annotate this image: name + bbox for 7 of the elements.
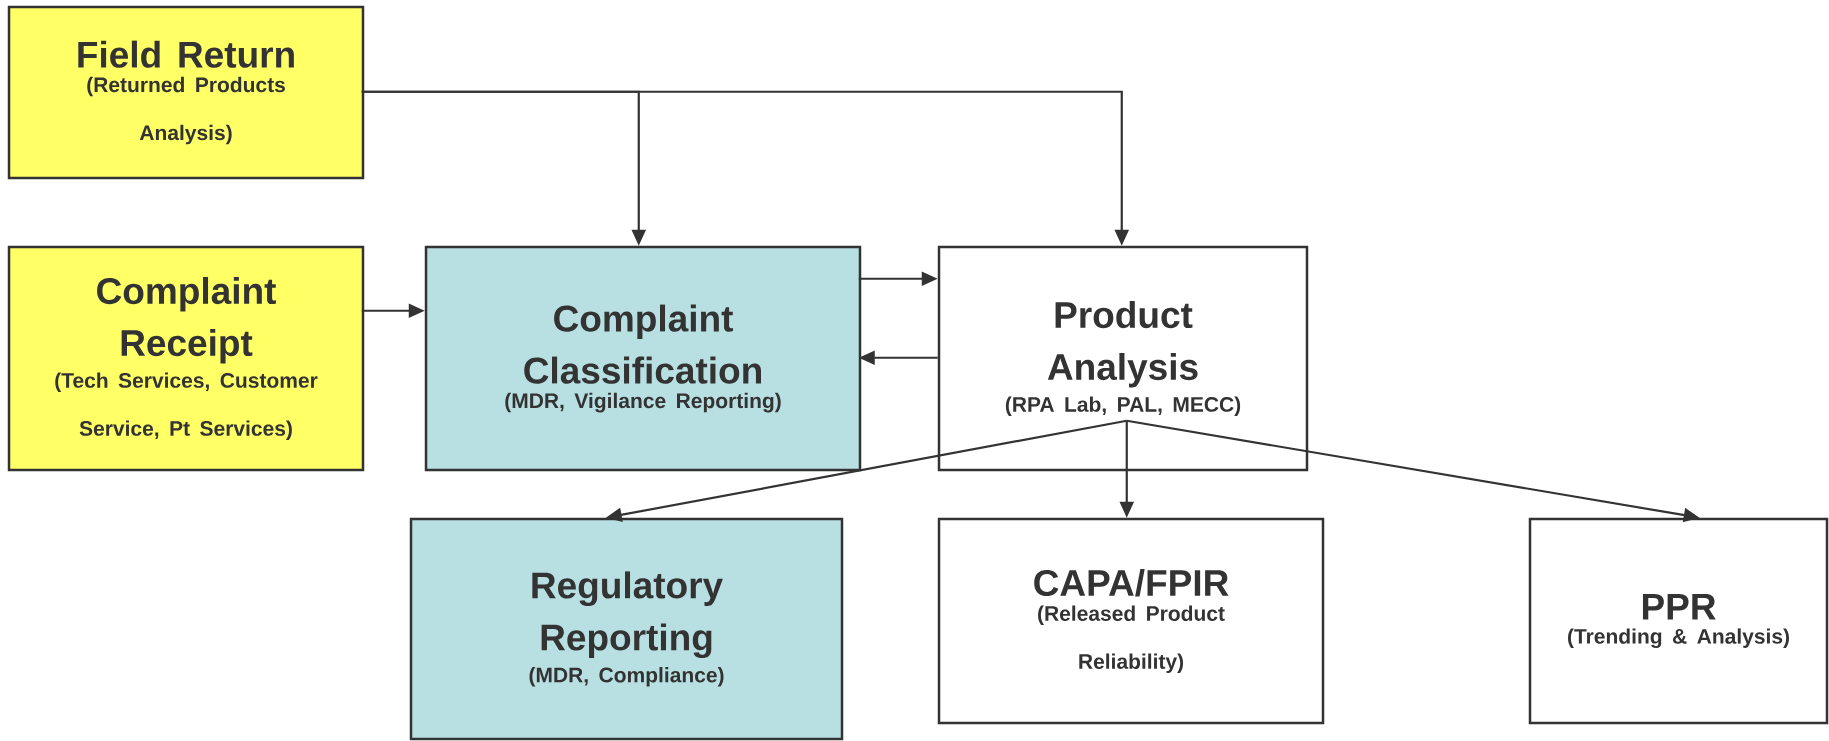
process-box: Complaint Classification (MDR, Vigilance Reporting) bbox=[424, 245, 862, 472]
process-box: PPR (Trending & Analysis) bbox=[1528, 517, 1829, 725]
process-box: Complaint Receipt (Tech Services, Customer Service, Pt Services) bbox=[7, 245, 365, 472]
process-box: Regulatory Reporting (MDR, Compliance) bbox=[409, 517, 844, 741]
process-box: Field Return (Returned Products Analysis) bbox=[7, 5, 365, 180]
process-box: CAPA/FPIR (Released Product Reliability) bbox=[937, 517, 1325, 725]
process-box: Product Analysis (RPA Lab, PAL, MECC) bbox=[937, 245, 1309, 472]
